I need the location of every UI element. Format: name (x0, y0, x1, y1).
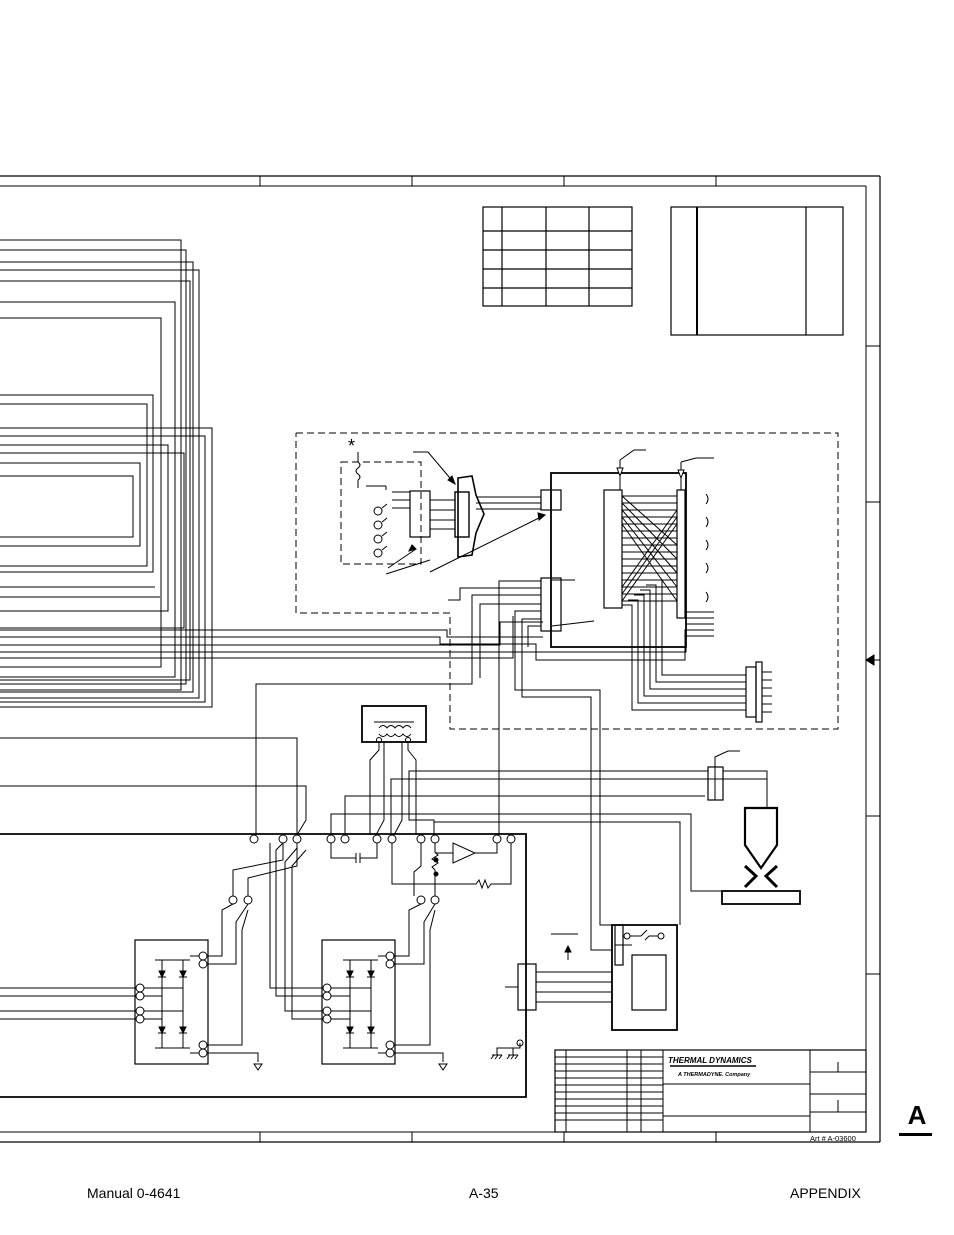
footer-manual-number: Manual 0-4641 (87, 1185, 181, 1201)
pcb-down-wires (255, 580, 612, 951)
revision-table (482, 206, 633, 307)
drawing-frame (0, 175, 881, 1143)
main-board-feed-wires (0, 737, 768, 925)
torch-assembly (706, 750, 801, 905)
asterisk-mark: * (348, 436, 355, 456)
footer-section-name: APPENDIX (790, 1185, 861, 1201)
control-enclosure (295, 432, 839, 730)
sensor-assembly (355, 451, 547, 575)
footer-page-number: A-35 (469, 1185, 499, 1201)
title-block (554, 1049, 867, 1133)
company-logo-name: THERMAL DYNAMICS (668, 1056, 753, 1065)
control-pcb (540, 449, 772, 723)
center-arrow-icon (865, 654, 875, 666)
appendix-tab-letter: A (907, 1100, 927, 1130)
company-logo-subtitle: A THERMADYNE. Company (677, 1072, 751, 1078)
rectifier-module-1 (0, 903, 263, 1071)
left-harness-wires (0, 239, 714, 708)
ground-symbols (490, 1039, 524, 1060)
transformer (361, 705, 427, 836)
relay-module (505, 924, 678, 1031)
rectifier-module-2 (269, 842, 448, 1071)
appendix-tab-underline (899, 1133, 932, 1136)
art-number: Art # A-03600 (810, 1134, 856, 1143)
main-power-board (0, 833, 527, 1098)
notes-table (670, 206, 844, 336)
